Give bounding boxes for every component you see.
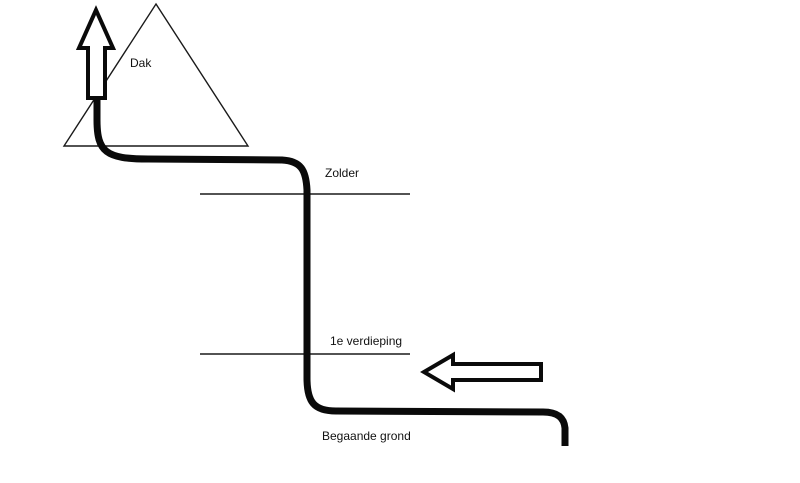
roof-triangle [62, 2, 250, 147]
label-first-floor: 1e verdieping [330, 334, 403, 348]
label-attic: Zolder [325, 166, 360, 180]
duct-line [93, 80, 569, 446]
up-arrow-icon [75, 5, 117, 100]
label-ground-floor: Begaande grond [322, 429, 411, 443]
label-roof: Dak [130, 56, 152, 70]
left-arrow-icon [420, 351, 543, 393]
